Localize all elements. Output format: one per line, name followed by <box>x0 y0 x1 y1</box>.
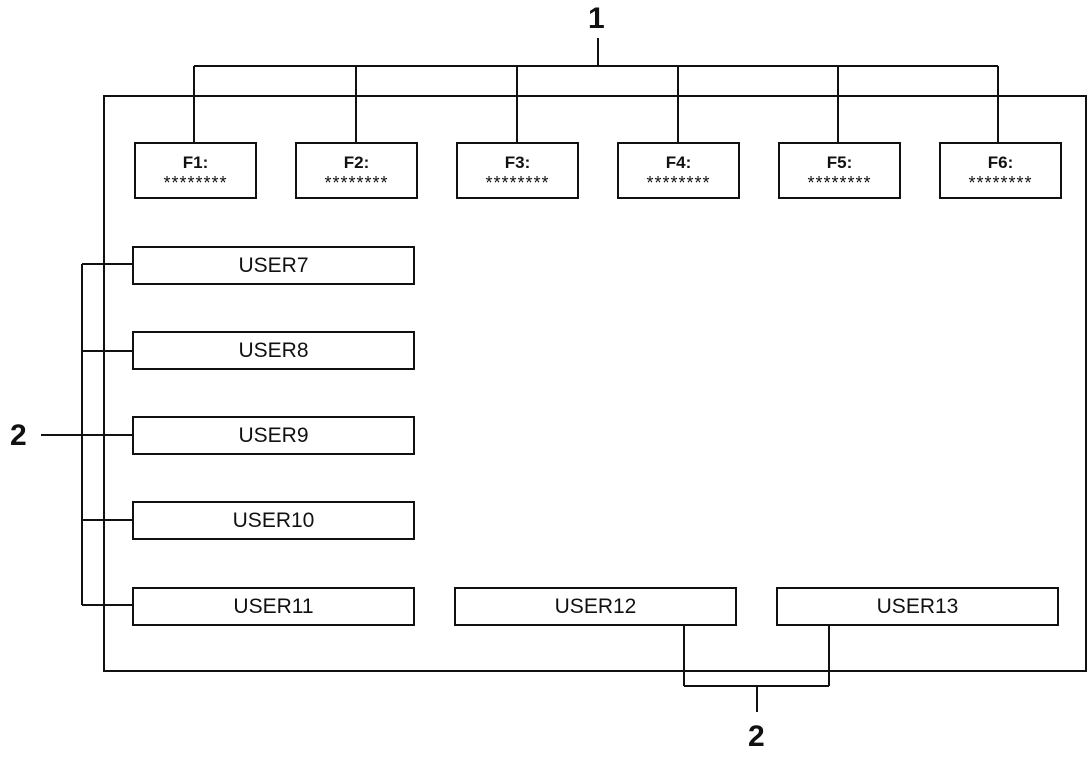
function-key-label: F4: <box>665 153 692 172</box>
callout-1-bracket <box>193 38 999 142</box>
function-key-f3[interactable]: F3: ******** <box>456 142 579 199</box>
function-key-label: F6: <box>987 153 1014 172</box>
user13-button[interactable]: USER13 <box>776 587 1059 626</box>
user7-button[interactable]: USER7 <box>132 246 415 285</box>
function-key-f1[interactable]: F1: ******** <box>134 142 257 199</box>
callout-2-left-label: 2 <box>10 419 27 452</box>
user12-button[interactable]: USER12 <box>454 587 737 626</box>
user11-button[interactable]: USER11 <box>132 587 415 626</box>
function-key-value: ******** <box>485 173 550 193</box>
function-key-f4[interactable]: F4: ******** <box>617 142 740 199</box>
user8-button[interactable]: USER8 <box>132 331 415 370</box>
screen-frame <box>103 95 1087 672</box>
function-key-f6[interactable]: F6: ******** <box>939 142 1062 199</box>
function-key-f2[interactable]: F2: ******** <box>295 142 418 199</box>
function-key-label: F2: <box>343 153 370 172</box>
function-key-label: F1: <box>182 153 209 172</box>
callout-2-bottom-bracket <box>683 614 830 712</box>
function-key-label: F5: <box>826 153 853 172</box>
function-key-value: ******** <box>646 173 711 193</box>
callout-1-label: 1 <box>588 2 605 35</box>
user9-button[interactable]: USER9 <box>132 416 415 455</box>
user10-button[interactable]: USER10 <box>132 501 415 540</box>
function-key-value: ******** <box>807 173 872 193</box>
function-key-f5[interactable]: F5: ******** <box>778 142 901 199</box>
function-key-value: ******** <box>324 173 389 193</box>
callout-2-bottom-label: 2 <box>748 720 765 753</box>
function-key-value: ******** <box>968 173 1033 193</box>
function-key-label: F3: <box>504 153 531 172</box>
function-key-value: ******** <box>163 173 228 193</box>
